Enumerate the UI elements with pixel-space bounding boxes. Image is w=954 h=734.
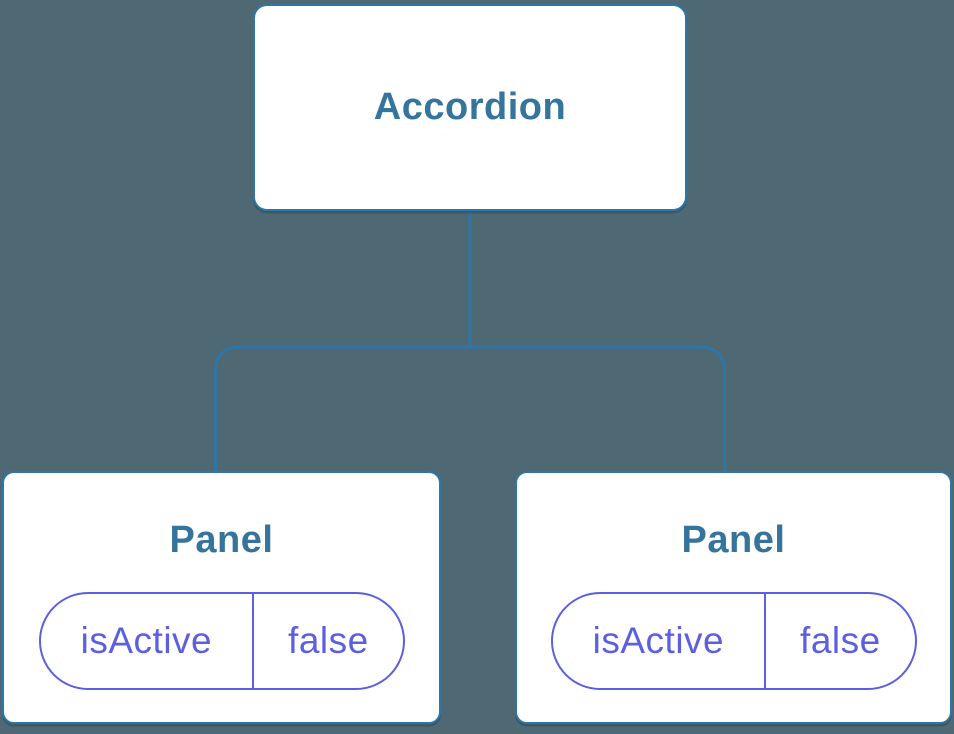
panel-1-prop-pill: isActive false [38,592,405,690]
panel-1-prop-name: isActive [41,594,255,688]
accordion-node-label: Accordion [373,86,567,128]
panel-2-label: Panel [681,519,786,561]
panel-1-prop-value: false [288,620,369,661]
connector-branch [214,345,726,472]
tree-node-panel-1: Panel isActive false [2,471,441,724]
panel-1-label: Panel [169,519,274,561]
panel-2-prop-name: isActive [553,594,767,688]
panel-2-prop-value: false [800,620,881,661]
tree-node-accordion: Accordion [253,4,687,211]
panel-2-prop-pill: isActive false [550,592,917,690]
tree-node-panel-2: Panel isActive false [515,471,952,724]
